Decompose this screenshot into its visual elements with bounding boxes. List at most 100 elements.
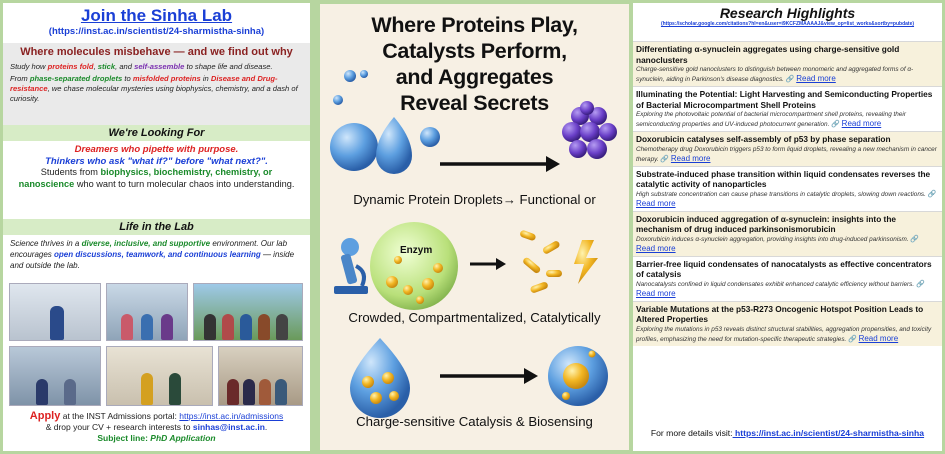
lab-photo (193, 283, 303, 341)
highlight-title: Doxorubicin catalyses self-assembly of p… (636, 134, 891, 144)
highlight-title: Illuminating the Potential: Light Harves… (636, 89, 933, 110)
link-icon: 🔗 (927, 190, 937, 198)
lab-url-link[interactable]: (https://inst.ac.in/scientist/24-sharmis… (48, 26, 265, 37)
intro-section: Where molecules misbehave — and we find … (3, 43, 310, 125)
aggregate-cluster-icon (562, 101, 617, 159)
highlight-desc: Charge-sensitive gold nanoclusters to di… (636, 65, 938, 84)
highlight-item: Illuminating the Potential: Light Harves… (633, 86, 942, 131)
text: Study how (10, 62, 48, 71)
looking-line-1: Dreamers who pipette with purpose. (74, 144, 239, 155)
highlight-title: Differentiating α-synuclein aggregates u… (636, 44, 900, 65)
text: Exploring the mutations in p53 reveals d… (636, 325, 932, 343)
admissions-link[interactable]: https://inst.ac.in/admissions (179, 411, 284, 421)
life-section: Science thrives in a diverse, inclusive,… (3, 235, 310, 281)
join-lab-panel: Join the Sinha Lab (https://inst.ac.in/s… (3, 3, 310, 451)
highlight-desc: Chemotherapy drug Doxorubicin triggers p… (636, 145, 938, 164)
link-icon: 🔗 (848, 335, 857, 343)
text: in (200, 74, 211, 83)
center-title: Where Proteins Play, Catalysts Perform, … (320, 12, 629, 116)
text: Nanocatalysts confined in liquid condens… (636, 280, 915, 288)
droplet-icon (330, 70, 440, 174)
read-more-link[interactable]: Read more (796, 74, 836, 83)
text: open discussions, teamwork, and continuo… (54, 250, 261, 259)
join-header: Join the Sinha Lab (https://inst.ac.in/s… (3, 3, 310, 43)
scholar-link[interactable]: (https://scholar.google.com/citations?hl… (660, 21, 915, 27)
lab-photo-gallery (3, 281, 310, 408)
lightning-icon (574, 240, 598, 284)
intro-paragraph-1: Study how proteins fold, stick, and self… (10, 62, 303, 72)
text: to shape life and disease. (184, 62, 273, 71)
caption-catalysis: Crowded, Compartmentalized, Catalyticall… (348, 310, 601, 325)
caption-biosensing: Charge-sensitive Catalysis & Biosensing (356, 414, 593, 429)
text: to (122, 74, 133, 83)
title-line: and Aggregates (395, 65, 554, 89)
text: , and (115, 62, 135, 71)
text: environment. Our lab encourages (10, 239, 288, 259)
text: , (93, 62, 98, 71)
link-icon: 🔗 (831, 121, 840, 128)
illustration-graphic: Enzym (330, 70, 617, 418)
lab-photo (9, 346, 101, 406)
title-line: Reveal Secrets (400, 91, 549, 115)
arrow-icon (470, 258, 506, 270)
highlight-desc: Nanocatalysts confined in liquid condens… (636, 280, 938, 299)
text: Subject line: (97, 433, 151, 443)
highlight-item: Doxorubicin induced aggregation of α-syn… (633, 210, 942, 256)
text: at the INST Admissions portal: (60, 411, 180, 421)
read-more-link[interactable]: Read more (636, 288, 676, 298)
microscope-icon (334, 238, 368, 294)
link-icon: 🔗 (785, 76, 795, 83)
read-more-link[interactable]: Read more (841, 119, 882, 128)
text: Students from (40, 167, 101, 177)
droplet-icon (350, 338, 410, 418)
apply-word: Apply (29, 410, 61, 422)
text: Chemotherapy drug Doxorubicin triggers p… (636, 145, 937, 163)
highlight-desc: Exploring the photovoltaic potential of … (636, 110, 938, 129)
highlight-title: Barrier-free liquid condensates of nanoc… (636, 258, 932, 280)
subject-line: Subject line: PhD Application (7, 433, 306, 444)
lab-photo (106, 346, 213, 406)
apply-line-2: & drop your CV + research interests to s… (7, 422, 306, 433)
text: Charge-sensitive gold nanoclusters to di… (636, 66, 914, 83)
enzyme-label: Enzym (400, 245, 432, 256)
looking-line-2: Thinkers who ask "what if?" before "what… (45, 155, 268, 167)
text: Exploring the photovoltaic potential of … (636, 111, 906, 128)
apply-section: Apply at the INST Admissions portal: htt… (3, 408, 310, 444)
arrow-icon (440, 368, 538, 384)
email-link[interactable]: sinhas@inst.ac.in (192, 422, 265, 432)
title-line: Catalysts Perform, (382, 39, 567, 63)
enzyme-droplet-icon (370, 222, 458, 310)
read-more-link[interactable]: Read more (858, 333, 899, 343)
text: diverse, inclusive, and supportive (81, 239, 211, 248)
read-more-link[interactable]: Read more (670, 153, 711, 163)
highlight-title: Substrate-induced phase transition withi… (636, 168, 931, 190)
looking-header: We're Looking For (3, 125, 310, 141)
link-icon: 🔗 (660, 155, 670, 163)
tagline: Where molecules misbehave — and we find … (20, 46, 293, 58)
text: For more details visit: (650, 428, 733, 438)
text: proteins fold (47, 62, 94, 71)
text: Doxorubicin induces α-synuclein aggregat… (636, 235, 909, 243)
highlights-title: Research Highlights (719, 5, 856, 21)
join-title-link[interactable]: Join the Sinha Lab (80, 6, 233, 25)
text: & drop your CV + research interests to (45, 422, 193, 432)
apply-line-1: Apply at the INST Admissions portal: htt… (7, 411, 306, 422)
caption-droplets: Dynamic Protein Droplets→ Functional or (353, 192, 596, 207)
title-line: Where Proteins Play, (371, 13, 578, 37)
text: — inside and outside the lab. (10, 250, 295, 270)
read-more-link[interactable]: Read more (636, 198, 676, 208)
highlight-item: Differentiating α-synuclein aggregates u… (633, 41, 942, 86)
text: Disease and Drug-resistance (10, 74, 278, 93)
lab-photo (9, 283, 101, 341)
highlight-desc: Exploring the mutations in p53 reveals d… (636, 325, 938, 344)
product-molecules-icon (520, 230, 598, 293)
highlight-title: Doxorubicin induced aggregation of α-syn… (636, 213, 897, 235)
read-more-link[interactable]: Read more (636, 243, 676, 253)
highlight-item: Variable Mutations at the p53-R273 Oncog… (633, 300, 942, 346)
highlight-desc: High substrate concentration can cause p… (636, 190, 938, 209)
lab-page-link[interactable]: https://inst.ac.in/scientist/24-sharmist… (732, 428, 925, 438)
text: High substrate concentration can cause p… (636, 190, 926, 198)
highlight-item: Barrier-free liquid condensates of nanoc… (633, 255, 942, 301)
text: . (264, 422, 268, 432)
